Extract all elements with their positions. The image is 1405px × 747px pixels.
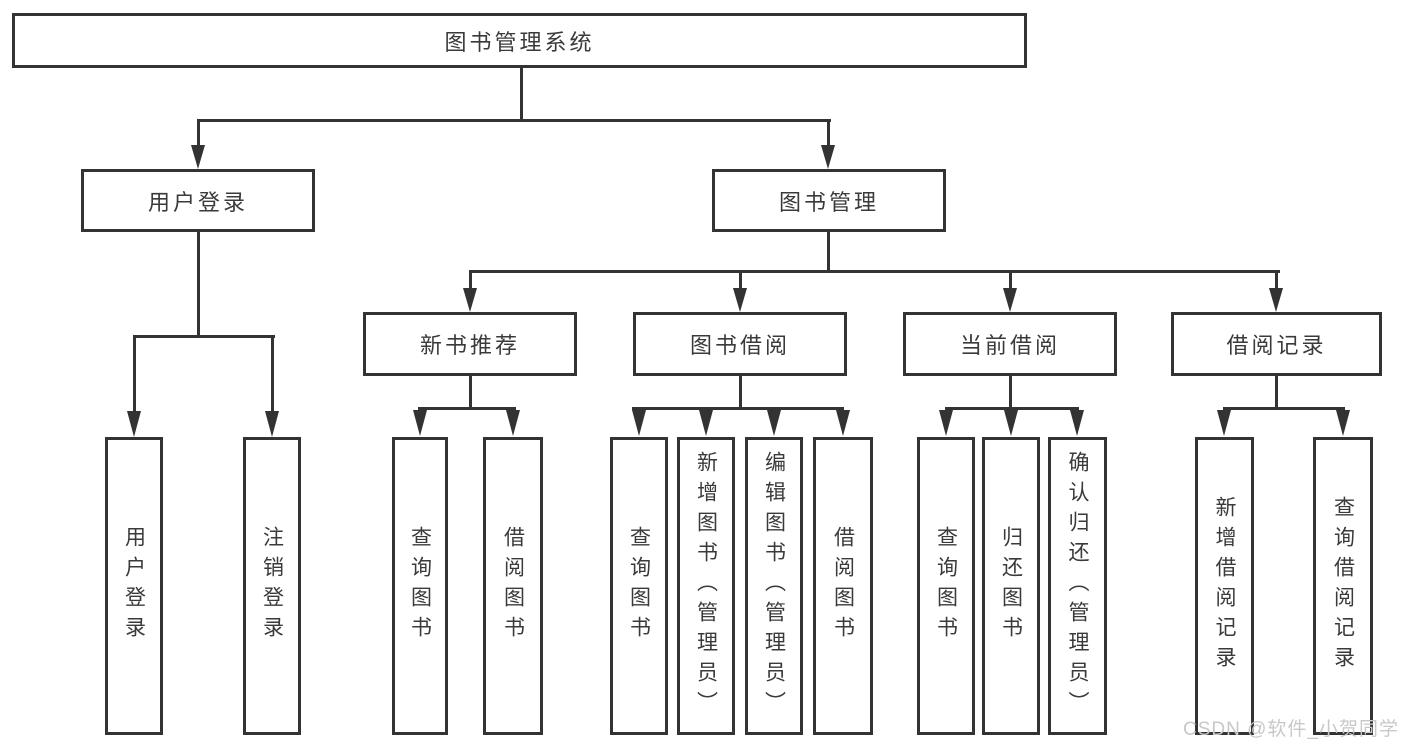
connector-arrowhead — [1269, 288, 1283, 312]
leaf-label: 新增图书（管理员） — [694, 451, 718, 721]
connector-to-book-mgmt — [827, 119, 830, 145]
leaf-label: 查询图书 — [627, 526, 651, 646]
connector-arrowhead — [265, 411, 279, 437]
leaf-logout: 注销登录 — [243, 437, 301, 735]
connector-to-user-login — [197, 119, 200, 145]
connector-book-mgmt-stem — [827, 232, 830, 270]
connector-arrowhead — [836, 410, 850, 436]
connector-level3-bar — [469, 270, 1280, 273]
connector-to-current-borrow — [1009, 273, 1012, 290]
leaf-label: 借阅图书 — [831, 526, 855, 646]
connector-level2-bar — [197, 119, 831, 122]
connector-to-new-book — [469, 273, 472, 290]
connector-arrowhead — [1003, 288, 1017, 312]
leaf-label: 新增借阅记录 — [1213, 496, 1236, 676]
node-current-borrow: 当前借阅 — [903, 312, 1117, 376]
csdn-watermark: CSDN @软件_小贺同学 — [1183, 719, 1399, 740]
node-user-login: 用户登录 — [81, 169, 315, 232]
connector-arrowhead — [733, 288, 747, 312]
connector-arrowhead — [1336, 410, 1350, 436]
leaf-label: 用户登录 — [122, 526, 146, 646]
leaf-query-borrow-record: 查询借阅记录 — [1313, 437, 1373, 735]
connector-root-stem — [520, 68, 523, 122]
connector-book-borrow-bar — [632, 407, 844, 410]
connector-arrowhead — [191, 145, 205, 169]
connector-arrowhead — [506, 410, 520, 436]
node-borrow-record: 借阅记录 — [1171, 312, 1382, 376]
leaf-label: 注销登录 — [260, 526, 284, 646]
connector-arrowhead — [463, 288, 477, 312]
connector-to-leaf — [271, 338, 274, 413]
connector-arrowhead — [632, 410, 646, 436]
leaf-label: 查询图书 — [408, 526, 432, 646]
leaf-return-book: 归还图书 — [982, 437, 1040, 735]
connector-arrowhead — [699, 410, 713, 436]
connector-to-leaf — [133, 338, 136, 413]
connector-arrowhead — [413, 410, 427, 436]
connector-user-login-stem — [197, 232, 200, 338]
leaf-borrow-book: 借阅图书 — [813, 437, 873, 735]
connector-arrowhead — [821, 145, 835, 169]
connector-book-borrow-stem — [739, 376, 742, 407]
connector-arrowhead — [1004, 410, 1018, 436]
connector-arrowhead — [127, 411, 141, 437]
connector-arrowhead — [767, 410, 781, 436]
leaf-label: 借阅图书 — [501, 526, 525, 646]
leaf-add-borrow-record: 新增借阅记录 — [1195, 437, 1254, 735]
node-root: 图书管理系统 — [12, 13, 1027, 68]
leaf-add-book-admin: 新增图书（管理员） — [677, 437, 735, 735]
leaf-query-book: 查询图书 — [392, 437, 448, 735]
connector-new-book-stem — [469, 376, 472, 407]
connector-arrowhead — [1217, 410, 1231, 436]
node-book-borrow: 图书借阅 — [633, 312, 847, 376]
connector-to-borrow-record — [1275, 273, 1278, 290]
connector-borrow-record-stem — [1275, 376, 1278, 407]
connector-current-borrow-stem — [1009, 376, 1012, 407]
connector-borrow-record-bar — [1223, 407, 1345, 410]
leaf-confirm-return-admin: 确认归还（管理员） — [1048, 437, 1107, 735]
leaf-user-login: 用户登录 — [105, 437, 163, 735]
node-new-book: 新书推荐 — [363, 312, 577, 376]
leaf-query-book: 查询图书 — [917, 437, 975, 735]
connector-new-book-bar — [418, 407, 516, 410]
connector-to-book-borrow — [739, 273, 742, 290]
node-book-mgmt: 图书管理 — [712, 169, 946, 232]
leaf-label: 归还图书 — [999, 526, 1023, 646]
connector-user-login-bar — [133, 335, 275, 338]
connector-arrowhead — [939, 410, 953, 436]
leaf-edit-book-admin: 编辑图书（管理员） — [745, 437, 803, 735]
leaf-label: 查询图书 — [934, 526, 958, 646]
leaf-borrow-book: 借阅图书 — [483, 437, 543, 735]
leaf-label: 确认归还（管理员） — [1066, 451, 1089, 721]
connector-arrowhead — [1070, 410, 1084, 436]
leaf-query-book: 查询图书 — [610, 437, 668, 735]
leaf-label: 编辑图书（管理员） — [762, 451, 786, 721]
leaf-label: 查询借阅记录 — [1331, 496, 1355, 676]
connector-current-borrow-bar — [945, 407, 1079, 410]
